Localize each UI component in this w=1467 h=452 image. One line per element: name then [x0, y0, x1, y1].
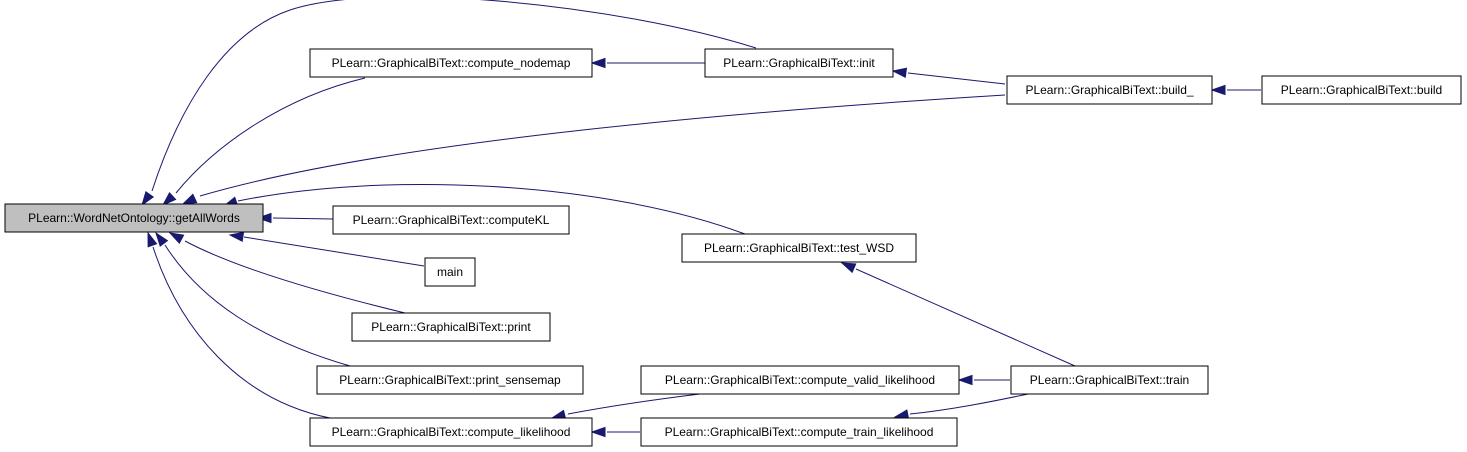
node-compute_valid_likelihood[interactable]: PLearn::GraphicalBiText::compute_valid_l…: [640, 365, 960, 395]
edge-compute_nodemap-to-getAllWords: [161, 77, 366, 207]
node-box: [1006, 75, 1213, 105]
arrowhead-icon: [891, 67, 908, 78]
node-label: PLearn::GraphicalBiText::train: [1030, 373, 1189, 387]
arrowhead-icon: [590, 426, 606, 438]
nodes-layer: PLearn::WordNetOntology::getAllWordsPLea…: [4, 48, 1462, 447]
node-box: [640, 417, 958, 447]
node-box: [309, 417, 593, 447]
edge-computeKL-to-getAllWords: [256, 212, 334, 224]
arrowhead-icon: [168, 232, 185, 244]
edge-print_sensemap-to-getAllWords: [155, 231, 351, 367]
node-box: [316, 365, 584, 395]
edge-build-to-build_: [1210, 84, 1261, 96]
node-label: PLearn::GraphicalBiText::build_: [1025, 83, 1193, 97]
arrowhead-icon: [161, 192, 177, 207]
edge-line: [909, 392, 1034, 415]
node-box: [640, 365, 960, 395]
node-test_WSD[interactable]: PLearn::GraphicalBiText::test_WSD: [681, 233, 917, 263]
edge-init-to-getAllWords: [141, 0, 757, 207]
node-box: [309, 48, 593, 78]
node-compute_nodemap[interactable]: PLearn::GraphicalBiText::compute_nodemap: [309, 48, 593, 78]
node-train[interactable]: PLearn::GraphicalBiText::train: [1010, 365, 1209, 395]
edge-line: [907, 72, 1006, 85]
node-label: PLearn::GraphicalBiText::test_WSD: [704, 241, 894, 255]
edge-train-to-test_WSD: [840, 262, 1076, 367]
node-label: PLearn::GraphicalBiText::compute_train_l…: [665, 425, 934, 439]
edge-build_-to-init: [891, 67, 1006, 85]
node-label: PLearn::GraphicalBiText::print: [371, 320, 531, 334]
node-box: [332, 205, 570, 235]
edge-line: [272, 217, 334, 220]
node-box: [681, 233, 917, 263]
node-init[interactable]: PLearn::GraphicalBiText::init: [704, 48, 894, 78]
edge-print-to-getAllWords: [168, 232, 406, 314]
arrowhead-icon: [181, 193, 198, 205]
node-getAllWords[interactable]: PLearn::WordNetOntology::getAllWords: [4, 203, 264, 233]
edges-layer: [141, 0, 1261, 438]
node-box: [4, 203, 264, 233]
edge-line: [164, 244, 351, 367]
node-print[interactable]: PLearn::GraphicalBiText::print: [351, 312, 551, 342]
edge-line: [199, 94, 1006, 197]
edge-compute_train_likelihood-to-compute_likelihood: [590, 426, 640, 438]
arrowhead-icon: [141, 190, 155, 207]
node-label: PLearn::GraphicalBiText::compute_likelih…: [332, 425, 571, 439]
node-compute_likelihood[interactable]: PLearn::GraphicalBiText::compute_likelih…: [309, 417, 593, 447]
node-label: PLearn::GraphicalBiText::computeKL: [353, 213, 550, 227]
node-box: [1010, 365, 1209, 395]
arrowhead-icon: [228, 231, 245, 243]
node-label: PLearn::GraphicalBiText::compute_valid_l…: [665, 373, 935, 387]
edge-compute_likelihood-to-getAllWords: [147, 231, 331, 419]
edge-line: [567, 392, 709, 415]
edge-line: [855, 268, 1076, 367]
node-compute_train_likelihood[interactable]: PLearn::GraphicalBiText::compute_train_l…: [640, 417, 958, 447]
arrowhead-icon: [1210, 84, 1226, 96]
node-box: [351, 312, 551, 342]
node-label: PLearn::GraphicalBiText::compute_nodemap: [332, 56, 571, 70]
node-build_[interactable]: PLearn::GraphicalBiText::build_: [1006, 75, 1213, 105]
edge-build_-to-getAllWords: [181, 94, 1006, 205]
node-main[interactable]: main: [424, 257, 476, 287]
node-box: [1261, 75, 1462, 105]
arrowhead-icon: [840, 262, 857, 274]
edge-line: [243, 236, 425, 267]
node-label: PLearn::GraphicalBiText::print_sensemap: [339, 373, 561, 387]
edge-train-to-compute_valid_likelihood: [957, 374, 1010, 386]
arrowhead-icon: [590, 57, 606, 69]
arrowhead-icon: [147, 231, 158, 248]
edge-compute_valid_likelihood-to-compute_likelihood: [550, 392, 709, 420]
node-label: PLearn::WordNetOntology::getAllWords: [28, 211, 240, 225]
edge-train-to-compute_train_likelihood: [893, 392, 1034, 420]
node-print_sensemap[interactable]: PLearn::GraphicalBiText::print_sensemap: [316, 365, 584, 395]
edge-line: [175, 77, 366, 194]
edge-line: [184, 240, 406, 314]
arrowhead-icon: [256, 212, 272, 224]
node-label: PLearn::GraphicalBiText::init: [723, 56, 875, 70]
edge-line: [151, 0, 757, 192]
arrowhead-icon: [957, 374, 973, 386]
edge-init-to-compute_nodemap: [590, 57, 705, 69]
node-label: PLearn::GraphicalBiText::build: [1281, 83, 1442, 97]
node-box: [424, 257, 476, 287]
edge-main-to-getAllWords: [228, 231, 425, 267]
edge-line: [237, 183, 746, 235]
node-computeKL[interactable]: PLearn::GraphicalBiText::computeKL: [332, 205, 570, 235]
arrowhead-icon: [155, 231, 169, 247]
node-label: main: [437, 265, 463, 279]
node-box: [704, 48, 894, 78]
node-build[interactable]: PLearn::GraphicalBiText::build: [1261, 75, 1462, 105]
edge-line: [152, 246, 331, 419]
